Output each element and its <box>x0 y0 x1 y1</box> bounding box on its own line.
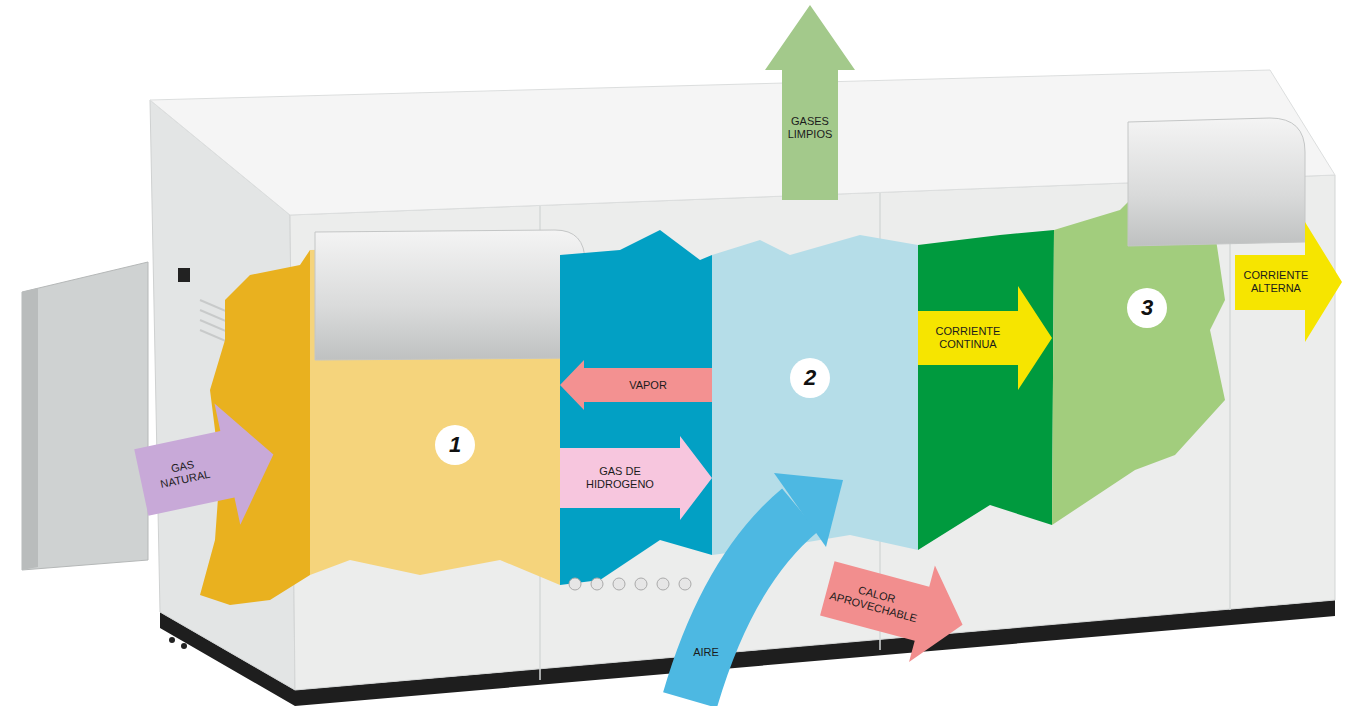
air-arrow <box>690 473 843 700</box>
ac-arrow <box>1235 222 1342 342</box>
reformer-panel <box>200 250 310 605</box>
side-box-edge <box>22 288 38 570</box>
fuel-cell-panel <box>712 235 918 555</box>
duct <box>315 230 585 360</box>
edge-label: VAPOR <box>618 379 678 392</box>
clean-gas-arrow-shape <box>765 5 855 200</box>
callout-number: 1 <box>435 425 475 465</box>
indicator <box>178 268 190 282</box>
flow-arrow <box>918 286 1052 390</box>
stack-panel <box>560 230 712 585</box>
conditioner-panel <box>918 230 1054 550</box>
heat-arrow <box>814 540 975 673</box>
edge-label: CORRIENTE CONTINUA <box>931 325 1005 351</box>
gas-arrow-shape <box>128 394 286 543</box>
side-box <box>22 262 148 570</box>
callout-number: 3 <box>1127 288 1167 328</box>
button-row <box>569 578 691 590</box>
process-section: 3 <box>1052 200 1225 520</box>
air-arrow-head <box>774 473 843 547</box>
flow-arrow <box>560 436 712 520</box>
flow-label: CORRIENTE ALTERNA <box>1238 269 1314 295</box>
ac-arrow-shape <box>1235 222 1342 342</box>
dot <box>169 637 175 643</box>
gas-arrow <box>128 394 286 543</box>
flow-label: CALOR APROVECHABLE <box>827 577 923 626</box>
heat-arrow-shape <box>814 540 975 673</box>
air-arrow-body <box>690 510 800 700</box>
flow-label: GAS NATURAL <box>149 453 219 492</box>
flow-arrow <box>560 360 712 410</box>
dot <box>181 643 187 649</box>
flow-label: AIRE <box>686 646 726 659</box>
edge-label: GAS DE HIDROGENO <box>580 465 660 491</box>
duct <box>1128 118 1305 246</box>
process-section: 1 <box>310 250 560 585</box>
process-section: 2 <box>712 250 918 550</box>
clean-gas-arrow <box>765 5 855 200</box>
flow-label: GASES LIMPIOS <box>783 115 837 141</box>
callout-number: 2 <box>790 358 830 398</box>
